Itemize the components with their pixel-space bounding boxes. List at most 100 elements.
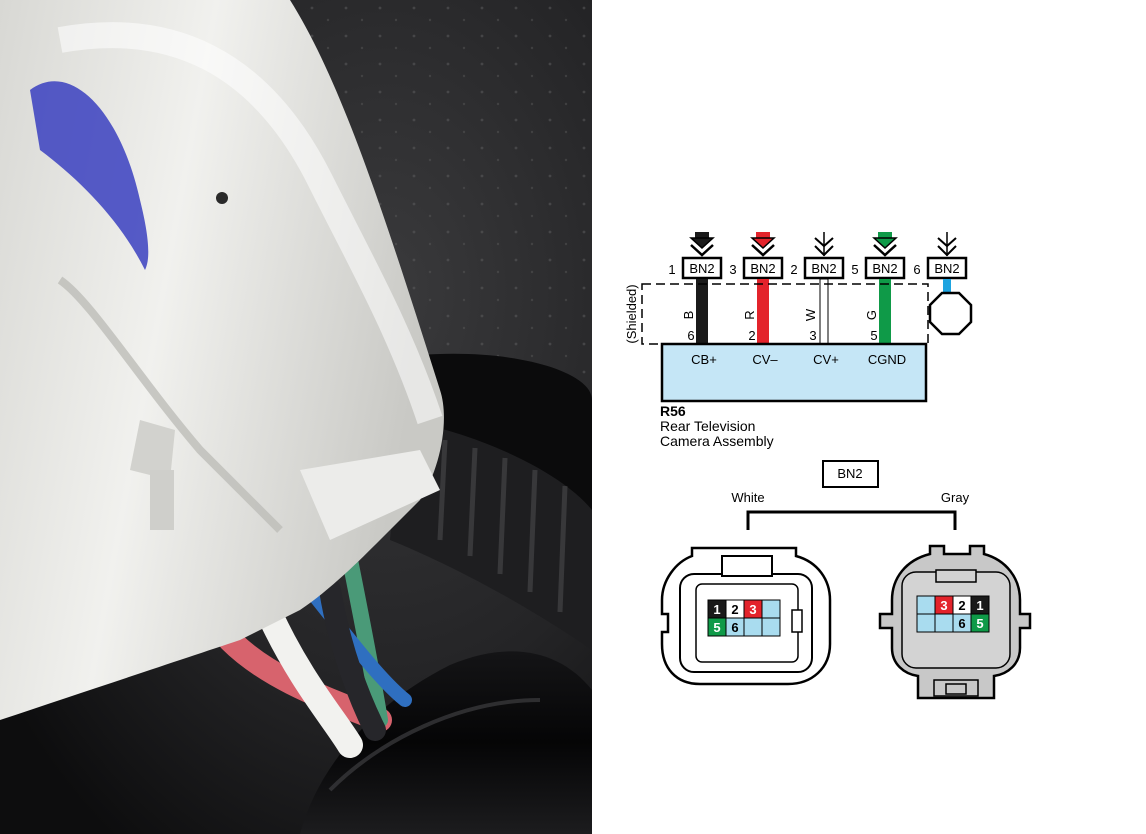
corrugated-loom [390,420,592,650]
loom-ribs [437,439,568,613]
camera-pin-number: 6 [687,328,694,343]
connector-label: BN2 [750,261,775,276]
arrow-stem [695,232,709,240]
gray-connector-label: Gray [941,490,970,505]
connector-lip [300,450,440,540]
tape-highlight [328,698,541,792]
arrow-chevron [873,244,897,257]
connector-label: BN2 [872,261,897,276]
signal-1: CB+ [691,352,717,367]
signal-2: CV+ [813,352,839,367]
arrow-head [750,237,776,250]
connector-title: BN2 [837,466,862,481]
photo-wires [218,552,412,758]
wire-blue [943,279,951,293]
signals-layer: CB+ CV– CV+ CGND [691,352,906,367]
connector-bracket [746,510,957,530]
cavity-number: 1 [713,602,720,617]
connector-label-box [681,256,723,280]
connector-label-box [864,256,906,280]
photo-white-wire [257,602,363,758]
arrow-stem [878,232,892,240]
arrow-chevron [751,244,775,257]
wire-color-code: B [681,311,696,320]
body-highlight [57,22,443,425]
terminal-3: BN2 3R 2 [729,232,784,344]
body-ridge [150,470,174,530]
connector-label: BN2 [934,261,959,276]
shield-boundary [641,283,929,345]
signal-5: CGND [868,352,906,367]
cavity-empty [934,613,954,633]
camera-pin-number: 3 [809,328,816,343]
wire-green [879,279,891,344]
arrow-chevron [814,245,834,257]
connector-label-box [742,256,784,280]
gray-latch-tab [945,683,967,695]
latch-detail [130,420,175,480]
signal-3: CV– [752,352,778,367]
component-box [660,342,928,403]
camera-pin-number: 5 [870,328,877,343]
arrow-head [814,237,834,248]
pin-number: 6 [913,262,920,277]
photo-green-wire [342,552,388,728]
cavity-number: 2 [731,602,738,617]
cavity-empty [761,617,781,637]
black-spot [216,192,228,204]
cavity-number: 5 [713,620,720,635]
cavity-number: 5 [976,616,983,631]
wire-color-code: G [864,310,879,320]
shield-label: (Shielded) [624,284,639,343]
wire-red [757,279,769,344]
cavity-number: 1 [976,598,983,613]
connector-title-box [822,460,879,488]
component-name-line2: Camera Assembly [660,433,774,449]
cavity-empty [916,613,936,633]
cavity-number: 3 [940,598,947,613]
connector-label-box [803,256,845,280]
wire-color-code: R [742,310,757,319]
connector-label: BN2 [811,261,836,276]
gray-latch-top [935,569,977,583]
cavity-number: 6 [958,616,965,631]
wire-black [696,279,708,344]
arrow-head [689,237,715,250]
camera-pin-number: 2 [748,328,755,343]
connector-label-box [926,256,968,280]
cavity-5 [970,613,990,633]
pin-number: 1 [668,262,675,277]
cavity-number: 3 [749,602,756,617]
body-seam [57,276,283,533]
connector-photo [0,0,592,834]
white-key [791,609,803,633]
terminal-6: BN2 6 [913,232,968,293]
white-connector-label: White [731,490,764,505]
component-name-line1: Rear Television [660,418,755,434]
cavity-empty [916,595,936,615]
blue-marker-stroke [30,81,149,270]
component-code: R56 [660,403,686,419]
white-latch [721,555,773,577]
cavity-number: 6 [731,620,738,635]
wire-white [819,278,829,345]
cavity-number: 2 [958,598,965,613]
shield-ground-symbol [928,291,973,336]
arrow-chevron [937,245,957,257]
pin-number: 3 [729,262,736,277]
pin-number: 5 [851,262,858,277]
arrow-stem [756,232,770,240]
cavity-empty [743,617,763,637]
black-tape-wrap [300,651,592,834]
pin-number: 2 [790,262,797,277]
arrow-head [872,237,898,250]
